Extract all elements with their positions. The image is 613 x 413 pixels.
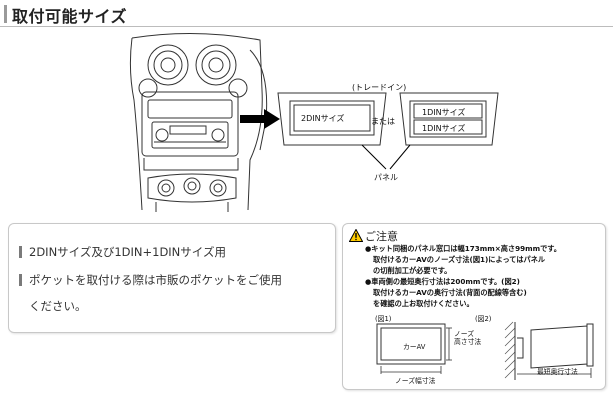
figure-1-nose-width-label: ノーズ幅寸法 bbox=[395, 377, 436, 385]
caution-box: ご注意 ●キット同梱のパネル窓口は幅173mm×高さ99mmです。 取付けるカー… bbox=[342, 223, 606, 390]
panel-1din-bottom-label: 1DINサイズ bbox=[422, 124, 466, 133]
panel-pointer-lines bbox=[361, 144, 411, 170]
heading-accent-bar bbox=[4, 5, 7, 23]
panel-1din-top-label: 1DINサイズ bbox=[422, 108, 466, 117]
figure-1-nose-height-label: ノーズ 高さ寸法 bbox=[454, 330, 482, 346]
figure-1-nose-dimensions bbox=[376, 323, 452, 374]
info-item-size: 2DINサイズ及び1DIN+1DINサイズ用 bbox=[29, 245, 226, 259]
warning-icon bbox=[349, 229, 363, 242]
caution-line-5: 取付けるカーAVの奥行寸法(背面の配線等含む) bbox=[373, 288, 527, 297]
bullet-marker bbox=[19, 246, 22, 258]
caution-line-2: 取付けるカーAVのノーズ寸法(図1)によってはパネル bbox=[373, 255, 546, 264]
bullet-marker bbox=[19, 274, 22, 286]
heading-divider bbox=[0, 26, 613, 27]
panel-2din-illustration bbox=[277, 92, 387, 146]
caution-line-3: の切削加工が必要です。 bbox=[373, 266, 452, 275]
caution-title: ご注意 bbox=[365, 230, 398, 243]
figure-2-depth-label: 最短奥行寸法 bbox=[537, 368, 578, 376]
info-box: 2DINサイズ及び1DIN+1DINサイズ用 ポケットを取付ける際は市販のポケッ… bbox=[8, 223, 336, 333]
figure-1-label: (図1) bbox=[375, 315, 392, 323]
tray-in-label: (トレードイン) bbox=[352, 83, 407, 92]
section-heading: 取付可能サイズ bbox=[12, 7, 128, 26]
caution-line-1: ●キット同梱のパネル窓口は幅173mm×高さ99mmです。 bbox=[365, 244, 561, 253]
figure-1-unit-label: カーAV bbox=[403, 343, 426, 351]
figure-2-label: (図2) bbox=[475, 315, 492, 323]
caution-line-6: を確認の上お取付けください。 bbox=[373, 299, 474, 308]
info-item-pocket-line1: ポケットを取付ける際は市販のポケットをご使用 bbox=[29, 273, 282, 287]
panel-1din-illustration bbox=[399, 92, 499, 146]
arrow-right-icon bbox=[240, 109, 280, 129]
panel-2din-label: 2DINサイズ bbox=[301, 114, 345, 123]
figure-2-depth-dimensions bbox=[504, 321, 594, 380]
panel-label: パネル bbox=[374, 173, 398, 182]
info-item-pocket-line2: ください。 bbox=[29, 299, 87, 313]
caution-line-4: ●車両側の最短奥行寸法は200mmです。(図2) bbox=[365, 277, 520, 286]
or-label: または bbox=[371, 117, 395, 126]
